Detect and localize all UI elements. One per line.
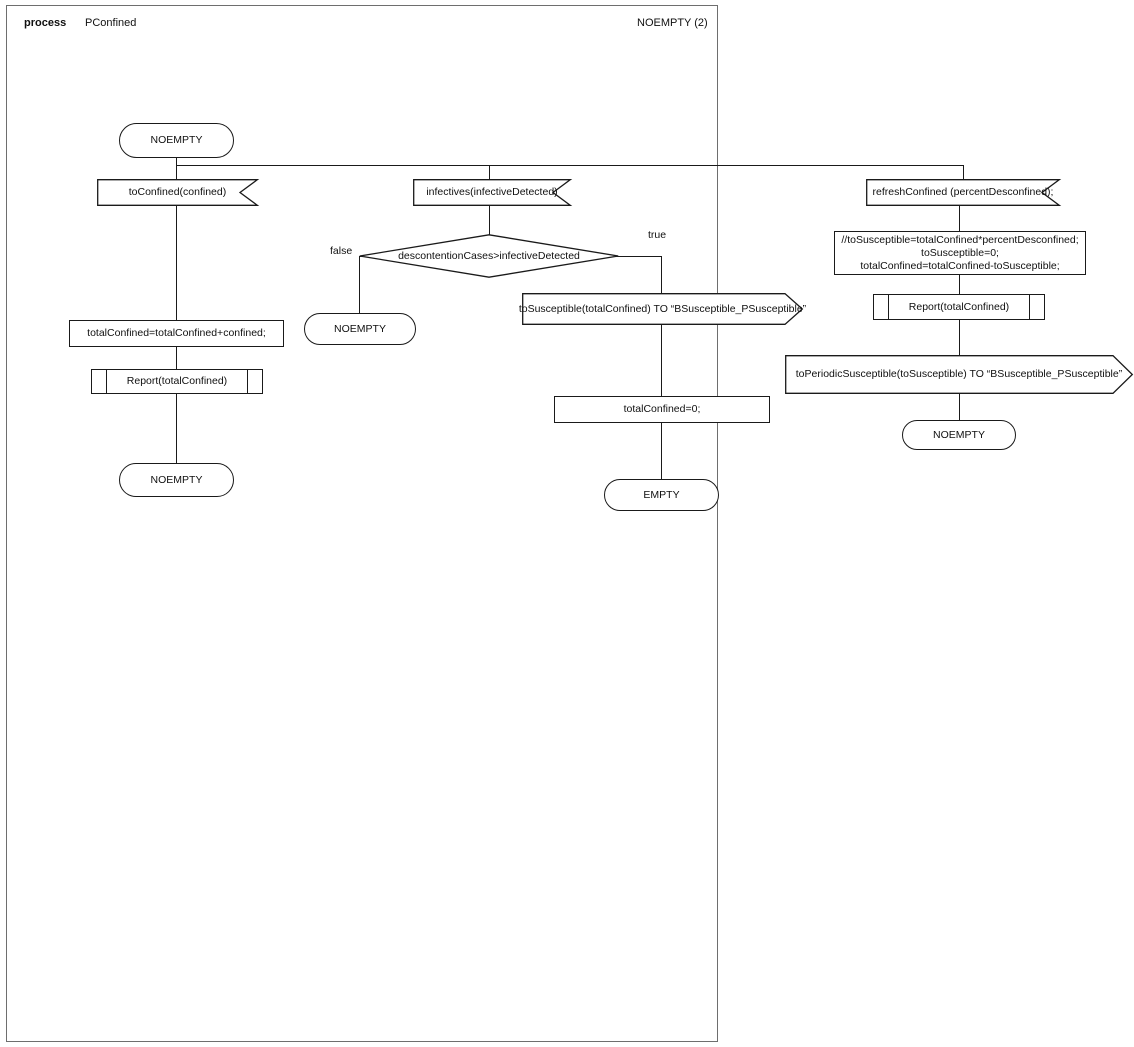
connector-b3-task-to-proc bbox=[959, 275, 961, 294]
input-signal-toconfined[interactable]: toConfined(confined) bbox=[97, 179, 260, 206]
page-frame bbox=[6, 5, 718, 1042]
task-total-confined-zero: totalConfined=0; bbox=[554, 396, 770, 423]
output-signal-shape bbox=[785, 355, 1134, 394]
state-noempty-false-label: NOEMPTY bbox=[334, 322, 386, 335]
input-signal-shape bbox=[413, 179, 573, 206]
decision-diamond-shape bbox=[359, 234, 619, 278]
connector-bar-to-input-3 bbox=[963, 165, 965, 180]
output-signal-shape bbox=[522, 293, 804, 325]
decision-false-label: false bbox=[330, 245, 353, 257]
start-state: NOEMPTY bbox=[119, 123, 234, 158]
connector-branch-bar bbox=[176, 165, 964, 167]
connector-b1-proc-to-state bbox=[176, 394, 178, 463]
connector-b2-true-horizontal bbox=[589, 256, 662, 258]
output-signal-tosusceptible[interactable]: toSusceptible(totalConfined) TO “BSuscep… bbox=[519, 293, 806, 325]
connector-bar-to-input-2 bbox=[489, 165, 491, 180]
connector-b3-input-to-task bbox=[959, 205, 961, 231]
state-empty: EMPTY bbox=[604, 479, 719, 511]
output-signal-toperiodicsusceptible-label: toPeriodicSusceptible(toSusceptible) TO … bbox=[795, 368, 1123, 380]
connector-b1-input-to-task bbox=[176, 205, 178, 320]
input-signal-infectives[interactable]: infectives(infectiveDetected) bbox=[413, 179, 573, 206]
state-noempty-b1-label: NOEMPTY bbox=[150, 473, 203, 486]
connector-start-to-bar bbox=[176, 157, 178, 166]
decision-descontention[interactable]: descontentionCases>infectiveDetected bbox=[359, 234, 619, 278]
connector-b2-false-vertical bbox=[359, 256, 361, 314]
procedure-call-report-1-label: Report(totalConfined) bbox=[126, 375, 228, 387]
input-signal-refreshconfined[interactable]: refreshConfined (percentDesconfined); bbox=[866, 179, 1062, 206]
state-empty-label: EMPTY bbox=[643, 488, 680, 501]
state-noempty-b3: NOEMPTY bbox=[902, 420, 1016, 450]
task-refresh-computation-label: //toSusceptible=totalConfined*percentDes… bbox=[841, 233, 1079, 272]
header-keyword: process bbox=[24, 17, 67, 29]
task-total-confined-zero-label: totalConfined=0; bbox=[623, 403, 701, 415]
state-noempty-b1: NOEMPTY bbox=[119, 463, 234, 497]
state-noempty-b3-label: NOEMPTY bbox=[933, 428, 985, 441]
input-signal-shape bbox=[866, 179, 1062, 206]
procedure-call-report-1: Report(totalConfined) bbox=[91, 369, 263, 394]
decision-true-label: true bbox=[648, 229, 667, 241]
connector-b2-true-vertical bbox=[661, 256, 663, 494]
task-total-confined-add: totalConfined=totalConfined+confined; bbox=[69, 320, 284, 347]
task-total-confined-add-label: totalConfined=totalConfined+confined; bbox=[87, 327, 266, 339]
connector-bar-to-input-1 bbox=[176, 165, 178, 180]
header-process-name: PConfined bbox=[85, 17, 137, 29]
procedure-call-report-2-label: Report(totalConfined) bbox=[908, 300, 1010, 313]
decision-condition-label: descontentionCases>infectiveDetected bbox=[398, 249, 580, 262]
input-signal-shape bbox=[97, 179, 260, 206]
procedure-call-report-2: Report(totalConfined) bbox=[873, 294, 1045, 320]
input-signal-infectives-label: infectives(infectiveDetected) bbox=[426, 186, 558, 198]
connector-b3-proc-to-output bbox=[959, 320, 961, 355]
connector-b3-output-to-state bbox=[959, 394, 961, 420]
header-page-label: NOEMPTY (2) bbox=[637, 17, 708, 29]
start-state-label: NOEMPTY bbox=[150, 134, 203, 146]
output-signal-toperiodicsusceptible[interactable]: toPeriodicSusceptible(toSusceptible) TO … bbox=[785, 355, 1134, 394]
output-signal-tosusceptible-label: toSusceptible(totalConfined) TO “BSuscep… bbox=[518, 302, 807, 315]
connector-b1-task-to-proc bbox=[176, 347, 178, 369]
input-signal-refreshconfined-label: refreshConfined (percentDesconfined); bbox=[872, 186, 1054, 198]
input-signal-toconfined-label: toConfined(confined) bbox=[128, 186, 227, 198]
task-refresh-computation: //toSusceptible=totalConfined*percentDes… bbox=[834, 231, 1086, 275]
state-noempty-false: NOEMPTY bbox=[304, 313, 416, 345]
connector-b2-input-to-decision bbox=[489, 205, 491, 256]
